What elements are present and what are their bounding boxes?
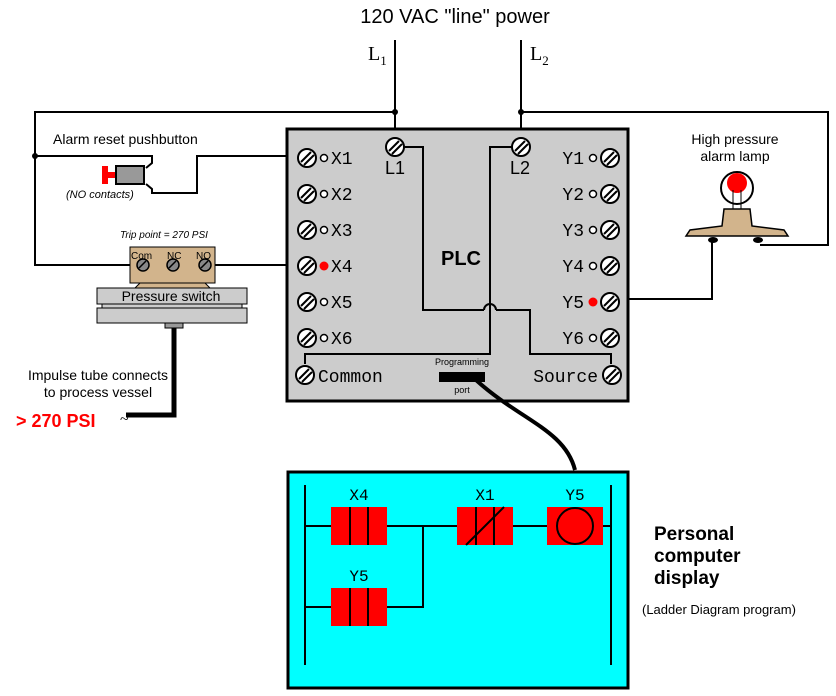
output-label: Y6 xyxy=(562,330,584,350)
plc-source-terminal: Source xyxy=(533,368,598,388)
output-led-indicator xyxy=(588,189,598,199)
alarm-lamp: High pressure alarm lamp xyxy=(684,131,790,243)
power-wiring xyxy=(32,40,829,300)
input-label: X6 xyxy=(331,330,353,350)
plc-l2-terminal: L2 xyxy=(510,158,530,178)
input-led-indicator xyxy=(319,333,329,343)
pushbutton-label: Alarm reset pushbutton xyxy=(53,131,198,147)
terminal-no: NO xyxy=(196,251,211,262)
plc-output-y4[interactable]: Y4 xyxy=(562,256,620,278)
ladder-coil-y5[interactable]: Y5 xyxy=(547,487,603,545)
input-label: X5 xyxy=(331,294,353,314)
plc-input-x3[interactable]: X3 xyxy=(297,220,353,242)
plc-input-x6[interactable]: X6 xyxy=(297,328,353,350)
output-led-indicator xyxy=(588,261,598,271)
plc-output-y5[interactable]: Y5 xyxy=(562,292,620,314)
input-led-indicator xyxy=(319,297,329,307)
impulse-line1: Impulse tube connects xyxy=(28,367,168,383)
lamp-label-line2: alarm lamp xyxy=(700,148,769,164)
output-led-indicator xyxy=(588,225,598,235)
input-led-indicator xyxy=(319,153,329,163)
alarm-reset-pushbutton[interactable]: Alarm reset pushbutton (NO contacts) xyxy=(53,131,198,201)
process-pressure: > 270 PSI xyxy=(16,411,96,431)
lamp-lit-indicator xyxy=(727,173,747,193)
plc-l1-terminal: L1 xyxy=(385,158,405,178)
ladder-y5-coil-label: Y5 xyxy=(565,487,584,505)
plc-input-x4[interactable]: X4 xyxy=(297,256,353,278)
trip-point-label: Trip point = 270 PSI xyxy=(120,230,208,241)
input-label: X4 xyxy=(331,258,353,278)
pushbutton-note: (NO contacts) xyxy=(66,189,134,201)
output-label: Y5 xyxy=(562,294,584,314)
ladder-x1-label: X1 xyxy=(475,487,494,505)
l2-power-label: L2 xyxy=(530,43,549,68)
pressure-switch-label: Pressure switch xyxy=(122,288,221,304)
plc-input-x2[interactable]: X2 xyxy=(297,184,353,206)
plc-label: PLC xyxy=(441,248,481,270)
output-label: Y4 xyxy=(562,258,584,278)
programming-cable xyxy=(474,378,577,471)
programming-port[interactable] xyxy=(439,372,485,382)
output-label: Y2 xyxy=(562,186,584,206)
plc-common-terminal: Common xyxy=(318,368,383,388)
input-led-indicator xyxy=(319,261,329,271)
programming-port-sublabel: port xyxy=(454,385,470,395)
input-label: X3 xyxy=(331,222,353,242)
pc-label-line2: computer xyxy=(654,546,741,567)
plc-output-y3[interactable]: Y3 xyxy=(562,220,620,242)
terminal-nc: NC xyxy=(167,251,181,262)
plc-input-x1[interactable]: X1 xyxy=(297,148,353,170)
ladder-contact-x1-nc[interactable]: X1 xyxy=(457,487,513,546)
ladder-contact-x4[interactable]: X4 xyxy=(331,487,387,545)
ladder-contact-y5-seal-in[interactable]: Y5 xyxy=(331,568,387,626)
output-led-indicator xyxy=(588,153,598,163)
impulse-line2: to process vessel xyxy=(44,384,152,400)
pressure-switch: Trip point = 270 PSI Com NC NO Pressure … xyxy=(96,230,248,428)
pc-label-line1: Personal xyxy=(654,524,734,545)
lamp-label-line1: High pressure xyxy=(691,131,778,147)
input-led-indicator xyxy=(319,225,329,235)
pc-label-line3: display xyxy=(654,568,720,589)
input-led-indicator xyxy=(319,189,329,199)
plc-output-y2[interactable]: Y2 xyxy=(562,184,620,206)
pc-note: (Ladder Diagram program) xyxy=(642,602,796,617)
title: 120 VAC "line" power xyxy=(360,6,550,28)
terminal-com: Com xyxy=(131,251,152,262)
output-led-indicator xyxy=(588,297,598,307)
l1-power-label: L1 xyxy=(368,43,387,68)
output-led-indicator xyxy=(588,333,598,343)
tube-break-symbol: ~ xyxy=(120,411,129,428)
output-label: Y3 xyxy=(562,222,584,242)
pc-display: X4 X1 Y5 Y5 xyxy=(286,470,630,690)
input-label: X1 xyxy=(331,150,353,170)
ladder-x4-label: X4 xyxy=(349,487,368,505)
plc-output-y1[interactable]: Y1 xyxy=(562,148,620,170)
plc-input-x5[interactable]: X5 xyxy=(297,292,353,314)
output-label: Y1 xyxy=(562,150,584,170)
ladder-y5-contact-label: Y5 xyxy=(349,568,368,586)
input-label: X2 xyxy=(331,186,353,206)
programming-port-label: Programming xyxy=(435,357,489,367)
plc-output-y6[interactable]: Y6 xyxy=(562,328,620,350)
